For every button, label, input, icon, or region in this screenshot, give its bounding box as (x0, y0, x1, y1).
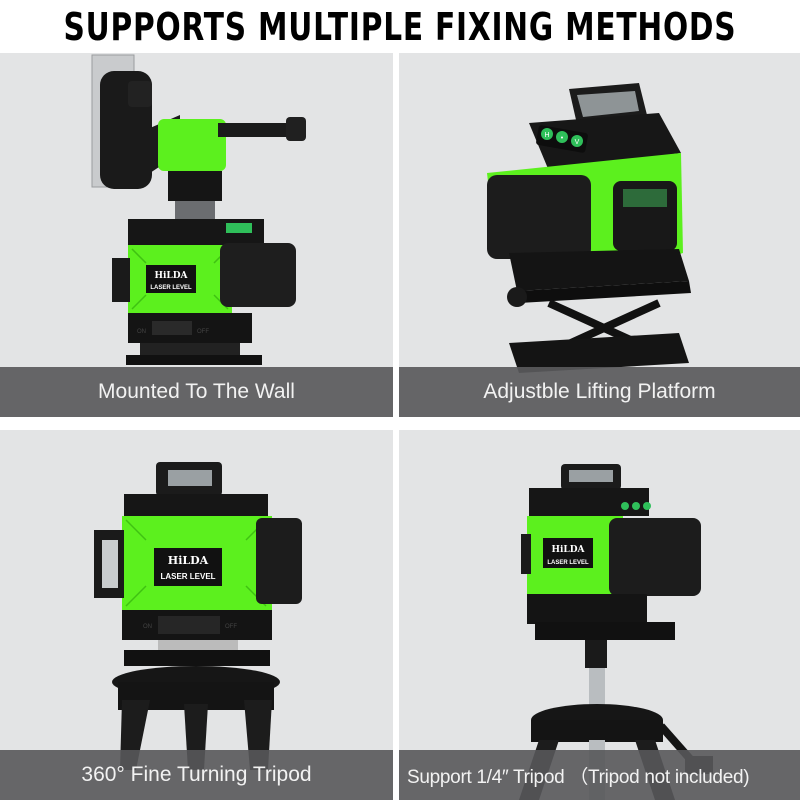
panel-wall-mount: HiLDA LASER LEVEL ON OFF Mounted To The … (0, 53, 393, 417)
brand-label: HiLDA (551, 545, 585, 555)
brand-label: HiLDA (168, 554, 209, 567)
panel-360-tripod: HiLDA LASER LEVEL ON OFF 360° Fine Turni… (0, 430, 393, 800)
caption-quarter-inch-tripod: Support 1/4″ Tripod （Tripod not included… (399, 750, 800, 800)
switch-on-label: ON (137, 329, 146, 335)
model-label: LASER LEVEL (547, 560, 589, 566)
laser-level-wall-mount-image: HiLDA LASER LEVEL ON OFF (91, 54, 306, 365)
button-v-label: V (575, 139, 580, 146)
caption-wall-mount: Mounted To The Wall (0, 367, 393, 417)
model-label: LASER LEVEL (160, 572, 215, 581)
button-h-label: H (544, 132, 549, 139)
caption-lifting-platform: Adjustble Lifting Platform (399, 367, 800, 417)
brand-label: HiLDA (154, 271, 188, 281)
caption-360-tripod: 360° Fine Turning Tripod (0, 750, 393, 800)
switch-on-label: ON (143, 624, 152, 630)
switch-off-label: OFF (197, 329, 209, 335)
button-dot-label: • (561, 135, 564, 142)
page-title: SUPPORTS MULTIPLE FIXING METHODS (63, 4, 737, 49)
panel-lifting-platform: H • V Adjustble Lifting Platform (399, 53, 800, 417)
switch-off-label: OFF (225, 624, 237, 630)
panel-quarter-inch-tripod: HiLDA LASER LEVEL Support 1/4″ Tripod （T… (399, 430, 800, 800)
laser-level-lifting-platform-image: H • V (487, 83, 691, 373)
laser-level-360-tripod-image: HiLDA LASER LEVEL ON OFF (94, 462, 302, 770)
laser-level-tripod-image: HiLDA LASER LEVEL (519, 464, 713, 800)
model-label: LASER LEVEL (150, 285, 192, 291)
